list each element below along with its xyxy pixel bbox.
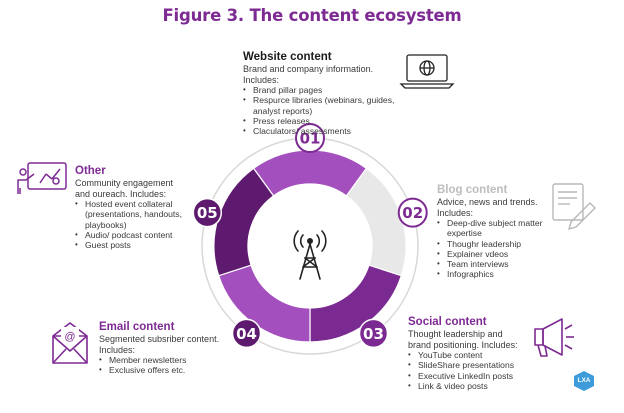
lxa-logo: LXA [574,371,594,391]
blog-content-list: Deep-dive subject matter expertise Thoug… [437,218,549,280]
social-content-block: Social content Thought leadership and br… [408,316,528,391]
list-item: Explainer vdeos [437,249,549,260]
laptop-globe-icon [399,54,455,89]
list-item: Link & video posts [408,381,528,392]
badge-number-04: 04 [236,325,257,343]
email-content-description: Segmented subsriber content. Includes: [99,334,220,355]
email-content-list: Member newsletters Exclusive offers etc. [99,355,231,376]
other-content-block: Other Community engagement and oureach. … [75,165,190,251]
email-icon: @ [52,322,88,364]
email-content-block: Email content Segmented subsriber conten… [99,321,231,376]
list-item: SlideShare presentations [408,360,528,371]
list-item: Infographics [437,269,549,280]
badge-05 [192,197,223,228]
blog-content-block: Blog content Advice, news and trends. In… [437,184,549,280]
social-content-description: Thought leadership and brand positioning… [408,329,518,350]
blog-content-description: Advice, news and trends. Includes: [437,197,538,218]
other-content-heading: Other [75,165,106,177]
website-content-block: Website content Brand and company inform… [243,51,408,137]
social-content-list: YouTube content SlideShare presentations… [408,350,528,391]
website-content-description: Brand and company information. Includes: [243,64,374,85]
list-item: Brand pillar pages [243,85,408,96]
badge-04 [231,318,262,349]
list-item: Respurce libraries (webinars, guides, an… [243,95,408,116]
blog-content-heading: Blog content [437,184,508,196]
badge-number-02: 02 [402,204,423,222]
document-pencil-icon [552,183,596,231]
list-item: Executive LinkedIn posts [408,371,528,382]
figure-title: Figure 3. The content ecosystem [162,6,462,25]
list-item: Member newsletters [99,355,231,366]
list-item: YouTube content [408,350,528,361]
list-item: Claculators/ assessments [243,126,408,137]
list-item: Hosted event collateral (presentations, … [75,199,190,230]
other-content-description: Community engagement and oureach. Includ… [75,178,174,199]
megaphone-icon [534,318,574,357]
list-item: Team interviews [437,259,549,270]
list-item: Exclusive offers etc. [99,365,231,376]
email-content-heading: Email content [99,321,175,333]
presentation-board-icon [17,162,67,194]
website-content-list: Brand pillar pages Respurce libraries (w… [243,85,408,137]
list-item: Deep-dive subject matter expertise [437,218,549,239]
list-item: Press releases [243,116,408,127]
badge-number-05: 05 [197,204,218,222]
list-item: Audio/ podcast content [75,230,190,241]
svg-text:@: @ [64,331,75,343]
social-content-heading: Social content [408,316,487,328]
badge-02 [397,197,428,228]
badge-03 [358,318,389,349]
list-item: Guest posts [75,240,190,251]
other-content-list: Hosted event collateral (presentations, … [75,199,190,251]
broadcast-tower-icon [293,230,327,280]
website-content-heading: Website content [243,51,332,63]
badge-number-03: 03 [363,325,384,343]
list-item: Thoughr leadership [437,239,549,250]
